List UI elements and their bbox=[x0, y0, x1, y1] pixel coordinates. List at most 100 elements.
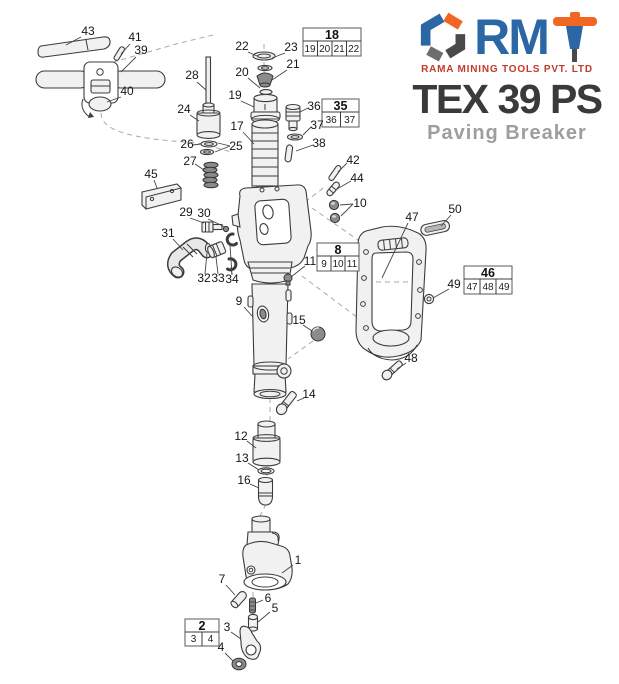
box-35-sub-0: 36 bbox=[326, 115, 338, 126]
part-16-piston bbox=[257, 476, 274, 506]
part-12-valve-block bbox=[252, 420, 281, 467]
jackhammer-tool-icon bbox=[552, 12, 597, 62]
svg-text:23: 23 bbox=[284, 40, 298, 54]
svg-text:31: 31 bbox=[161, 226, 175, 240]
callout-34: 34 bbox=[225, 244, 239, 286]
part-49-nut bbox=[423, 293, 435, 305]
part-42-pin bbox=[328, 165, 342, 182]
svg-text:22: 22 bbox=[235, 39, 249, 53]
callout-27: 27 bbox=[183, 154, 205, 171]
callout-22: 22 bbox=[235, 39, 258, 57]
part-43-grip bbox=[37, 36, 111, 58]
part-27-spring bbox=[202, 161, 219, 189]
svg-text:15: 15 bbox=[292, 313, 306, 327]
svg-text:24: 24 bbox=[177, 102, 191, 116]
brand-subtitle: Paving Breaker bbox=[427, 122, 587, 145]
box-46-sub-1: 48 bbox=[482, 282, 494, 293]
svg-text:36: 36 bbox=[307, 99, 321, 113]
box-2-sub-0: 3 bbox=[191, 634, 197, 645]
callout-1: 1 bbox=[281, 553, 302, 574]
part-11-plug bbox=[283, 273, 293, 286]
callout-33: 33 bbox=[211, 256, 225, 285]
callout-13: 13 bbox=[235, 451, 260, 471]
part-1-front-head bbox=[242, 515, 293, 591]
part-34-circlips bbox=[225, 232, 238, 272]
box-18-sub-2: 21 bbox=[334, 44, 346, 55]
box-35-sub-1: 37 bbox=[344, 115, 356, 126]
part-31-elbow-fitting bbox=[166, 237, 214, 279]
svg-text:29: 29 bbox=[179, 205, 193, 219]
svg-text:5: 5 bbox=[272, 601, 279, 615]
part-47-muffler-shell bbox=[355, 225, 427, 361]
part-4-ring bbox=[231, 657, 247, 671]
svg-text:27: 27 bbox=[183, 154, 197, 168]
svg-text:30: 30 bbox=[197, 206, 211, 220]
box-18-sub-3: 22 bbox=[348, 44, 360, 55]
part-38-pin bbox=[284, 144, 294, 163]
svg-text:40: 40 bbox=[120, 84, 134, 98]
part-28-rod bbox=[205, 56, 212, 104]
part-50-label-strip bbox=[420, 220, 451, 236]
svg-text:47: 47 bbox=[405, 210, 419, 224]
part-15-plug bbox=[310, 326, 326, 342]
part-24-piston-guide bbox=[196, 102, 221, 139]
callout-48: 48 bbox=[396, 351, 418, 370]
part-37-oring bbox=[286, 133, 304, 141]
svg-text:4: 4 bbox=[218, 640, 225, 654]
svg-text:26: 26 bbox=[180, 137, 194, 151]
callout-44: 44 bbox=[336, 171, 364, 190]
part-7-pin bbox=[230, 591, 247, 609]
callout-47: 47 bbox=[381, 210, 419, 279]
callout-23: 23 bbox=[271, 40, 298, 59]
svg-text:33: 33 bbox=[211, 271, 225, 285]
callout-9: 9 bbox=[236, 294, 254, 318]
svg-text:7: 7 bbox=[219, 572, 226, 586]
group-box-18: 18 19 20 21 22 bbox=[302, 27, 362, 57]
callout-29: 29 bbox=[179, 205, 205, 224]
callout-32: 32 bbox=[197, 252, 211, 285]
callout-41: 41 bbox=[120, 30, 142, 55]
part-41-pin bbox=[113, 46, 126, 61]
svg-text:17: 17 bbox=[230, 119, 244, 133]
svg-text:6: 6 bbox=[265, 591, 272, 605]
svg-text:43: 43 bbox=[81, 24, 95, 38]
callout-50: 50 bbox=[440, 202, 462, 227]
brand-block: RM RAMA MINING TOOLS PVT. LTD TEX 39 PS … bbox=[399, 8, 615, 145]
callout-12: 12 bbox=[234, 429, 257, 449]
svg-text:32: 32 bbox=[197, 271, 211, 285]
callout-45: 45 bbox=[144, 167, 158, 189]
box-46-main: 46 bbox=[481, 266, 495, 280]
svg-text:10: 10 bbox=[353, 196, 367, 210]
callout-16: 16 bbox=[237, 473, 260, 489]
svg-text:13: 13 bbox=[235, 451, 249, 465]
svg-text:37: 37 bbox=[310, 118, 324, 132]
part-22-washer bbox=[252, 51, 276, 61]
part-13-ring bbox=[257, 467, 275, 475]
part-3-retainer-latch bbox=[239, 625, 262, 660]
part-14-bolt bbox=[275, 390, 297, 416]
box-2-main: 2 bbox=[199, 619, 206, 633]
callout-15: 15 bbox=[292, 313, 313, 332]
callout-19: 19 bbox=[228, 88, 255, 108]
box-8-main: 8 bbox=[335, 243, 342, 257]
svg-text:38: 38 bbox=[312, 136, 326, 150]
part-45-name-plate bbox=[141, 183, 182, 210]
callout-28: 28 bbox=[185, 68, 207, 91]
part-20-ring bbox=[259, 89, 273, 95]
callout-37: 37 bbox=[302, 118, 324, 136]
callout-7: 7 bbox=[219, 572, 236, 596]
callout-30: 30 bbox=[197, 206, 226, 228]
box-46-sub-0: 47 bbox=[466, 282, 478, 293]
box-18-sub-1: 20 bbox=[319, 44, 331, 55]
svg-text:41: 41 bbox=[128, 30, 142, 44]
svg-text:11: 11 bbox=[304, 254, 317, 268]
part-30-washer bbox=[222, 225, 230, 233]
svg-text:45: 45 bbox=[144, 167, 158, 181]
svg-text:20: 20 bbox=[235, 65, 249, 79]
part-19-valve-chest bbox=[250, 93, 281, 124]
svg-text:1: 1 bbox=[295, 553, 302, 567]
callout-14: 14 bbox=[296, 387, 316, 402]
callout-5: 5 bbox=[257, 601, 279, 623]
